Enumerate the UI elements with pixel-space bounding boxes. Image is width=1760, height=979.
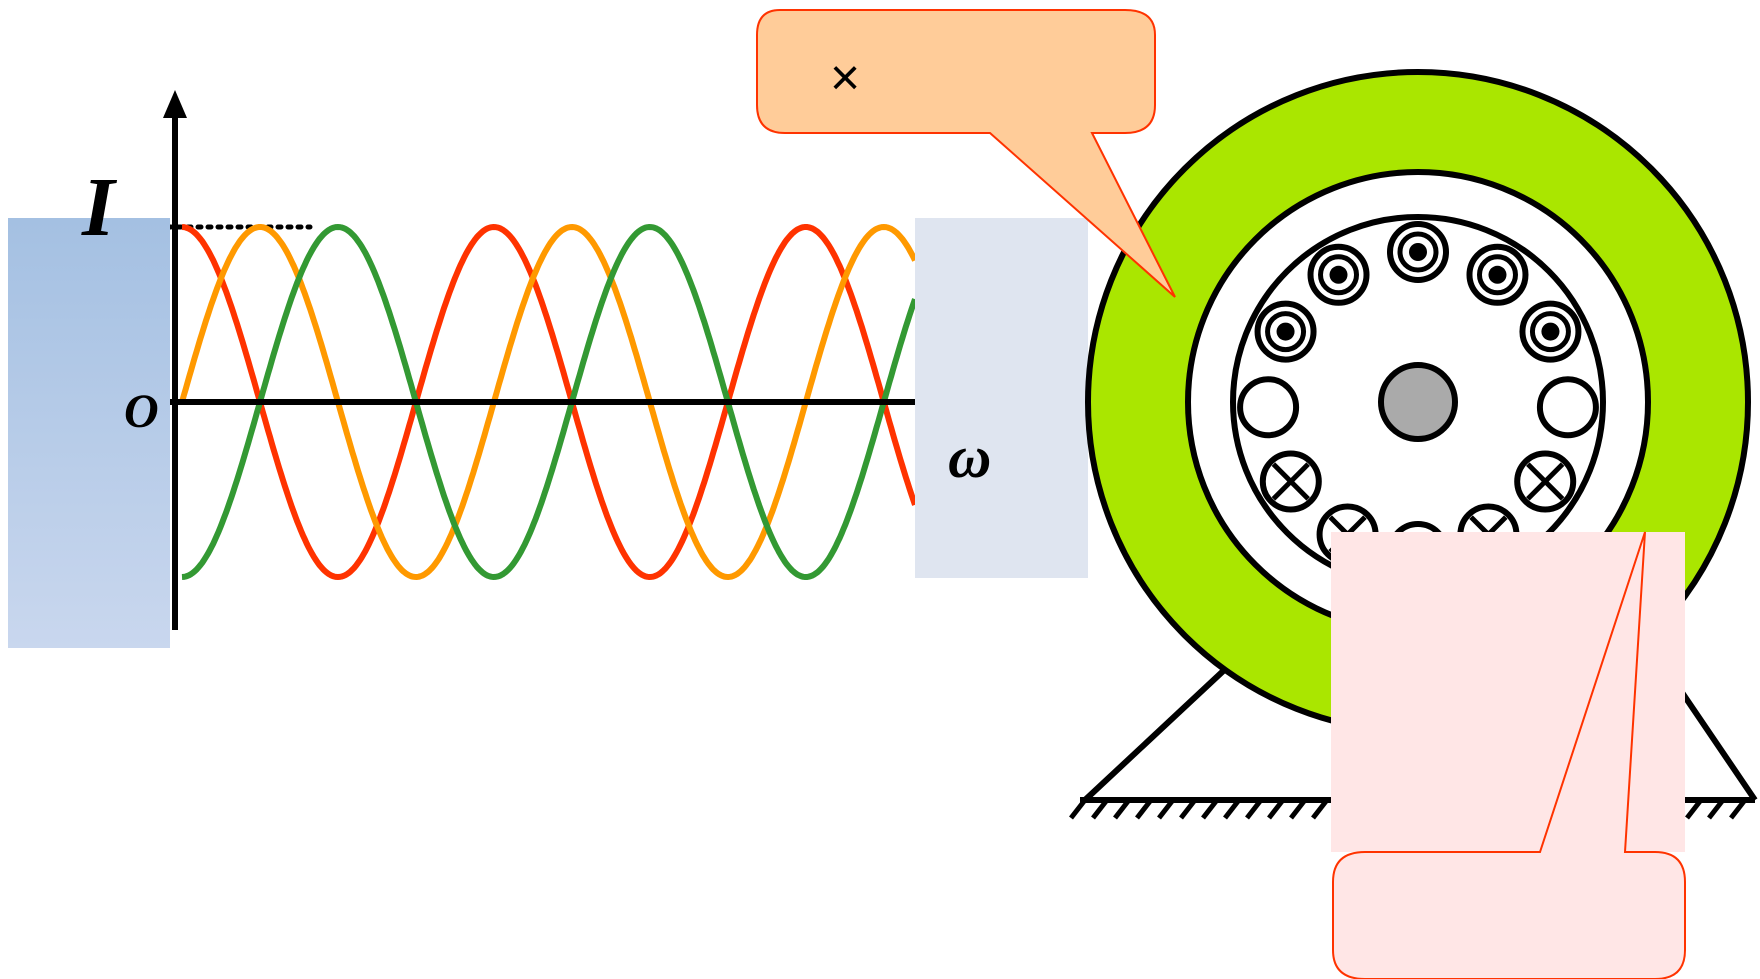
hatch-mark [1091,798,1109,820]
left-overlay-panel [8,218,170,648]
hatch-mark [1157,798,1175,820]
conductor-dot [1519,300,1582,363]
callout-top-shape [756,9,1176,298]
hatch-mark [1179,798,1197,820]
origin-label: O [124,385,159,438]
hatch-mark [1223,798,1241,820]
hatch-mark [1201,798,1219,820]
hatch-mark [1707,798,1725,820]
shaft [1378,362,1458,442]
hatch-mark [1245,798,1263,820]
hatch-mark [1135,798,1153,820]
conductor-dot [1254,300,1317,363]
y-axis-arrowhead [163,90,187,118]
y-axis-label: I [81,161,118,254]
x-axis-label: ω [948,424,991,490]
conductor-cross [1514,450,1577,513]
callout-top-text: × [830,49,860,107]
callout-top: × [756,9,1176,298]
hatch-mark [1069,798,1087,820]
hatch-mark [1267,798,1285,820]
hatch-mark [1729,798,1747,820]
hatch-mark [1113,798,1131,820]
waveform-series-1 [180,224,918,580]
waveform-series-3 [180,224,918,580]
conductor-cross [1259,450,1322,513]
right-overlay-panel [915,218,1088,578]
hatch-mark [1311,798,1329,820]
hatch-mark [1289,798,1307,820]
conductor-dot [1387,221,1449,283]
conductor-dot [1466,243,1529,306]
sine-graph: I O ω [8,90,1088,648]
conductor-empty [1536,376,1599,439]
conductor-dot [1307,243,1370,306]
waveform-group [179,224,918,580]
callout-bottom [1331,531,1686,979]
conductor-empty [1237,376,1300,439]
waveform-series-2 [179,224,918,580]
hatch-mark [1685,798,1703,820]
